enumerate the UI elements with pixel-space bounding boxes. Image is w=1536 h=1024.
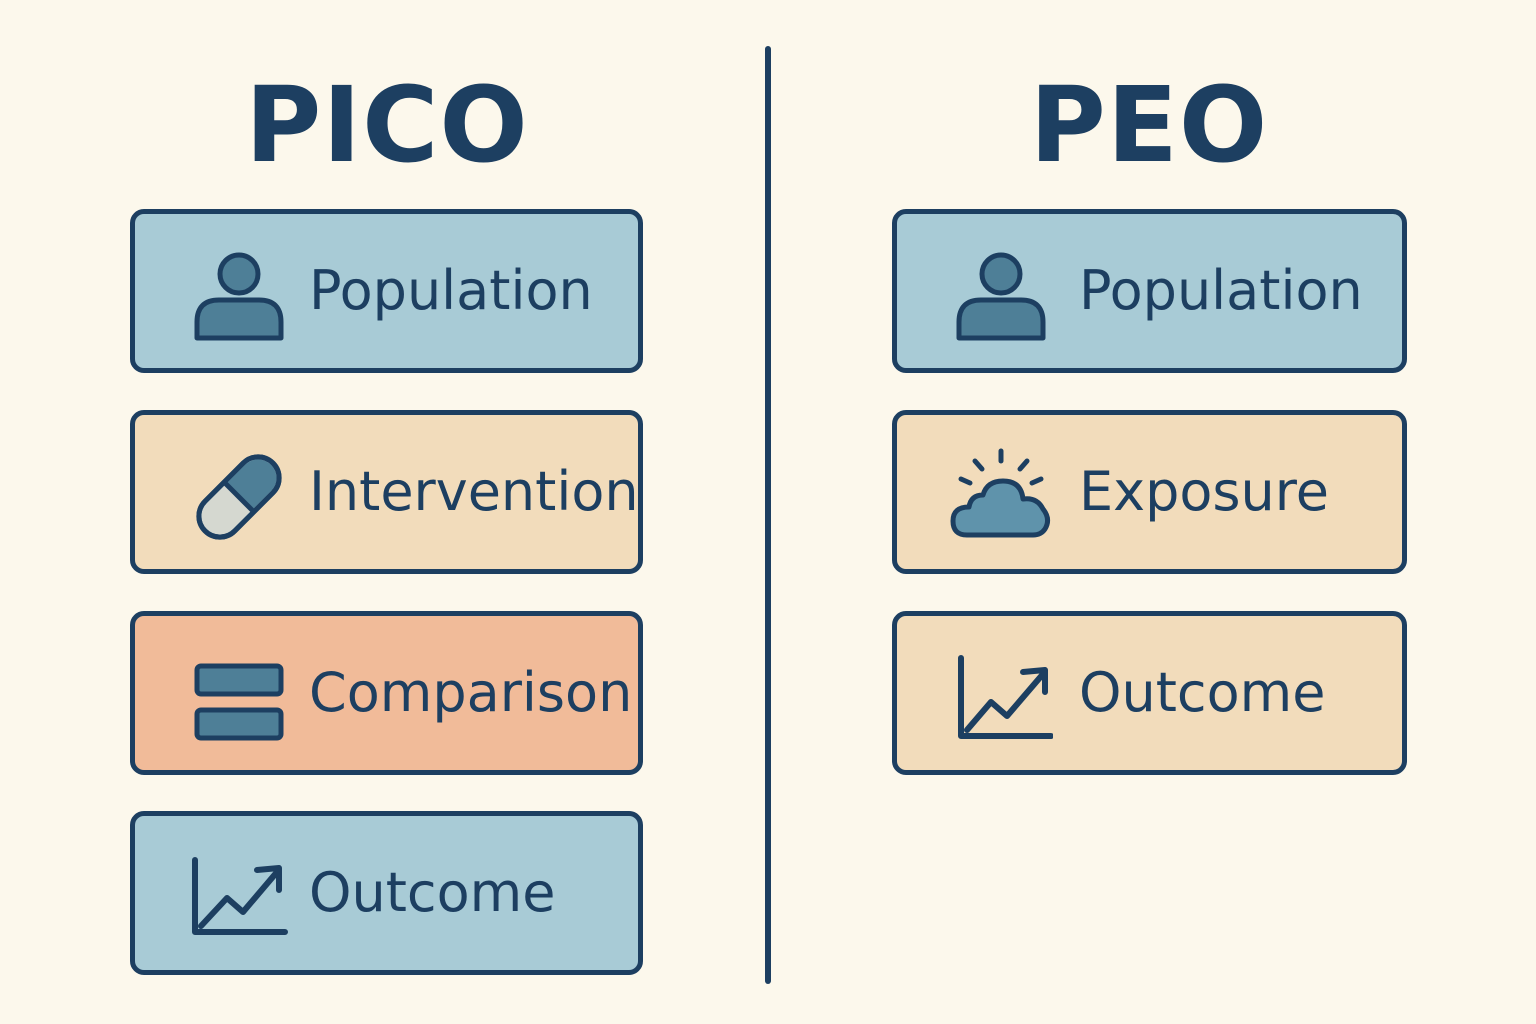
pico-intervention-label: Intervention bbox=[309, 460, 639, 523]
pico-intervention-box: Intervention bbox=[130, 410, 643, 574]
peo-population-label: Population bbox=[1079, 259, 1363, 322]
person-icon bbox=[187, 244, 291, 348]
person-icon bbox=[949, 244, 1053, 348]
pico-population-box: Population bbox=[130, 209, 643, 373]
peo-outcome-label: Outcome bbox=[1079, 661, 1326, 724]
pico-comparison-label: Comparison bbox=[309, 661, 633, 724]
trend-chart-icon bbox=[949, 646, 1053, 750]
peo-population-box: Population bbox=[892, 209, 1407, 373]
peo-exposure-label: Exposure bbox=[1079, 460, 1329, 523]
pico-comparison-box: Comparison bbox=[130, 611, 643, 775]
pill-icon bbox=[187, 445, 291, 549]
pico-title: PICO bbox=[245, 64, 529, 186]
comparison-bars-icon bbox=[187, 646, 291, 750]
pico-outcome-box: Outcome bbox=[130, 811, 643, 975]
pico-outcome-label: Outcome bbox=[309, 861, 556, 924]
peo-title: PEO bbox=[1029, 64, 1269, 186]
trend-chart-icon bbox=[187, 846, 291, 950]
peo-exposure-box: Exposure bbox=[892, 410, 1407, 574]
peo-outcome-box: Outcome bbox=[892, 611, 1407, 775]
sun-cloud-icon bbox=[949, 445, 1053, 549]
pico-population-label: Population bbox=[309, 259, 593, 322]
column-divider bbox=[765, 46, 771, 984]
